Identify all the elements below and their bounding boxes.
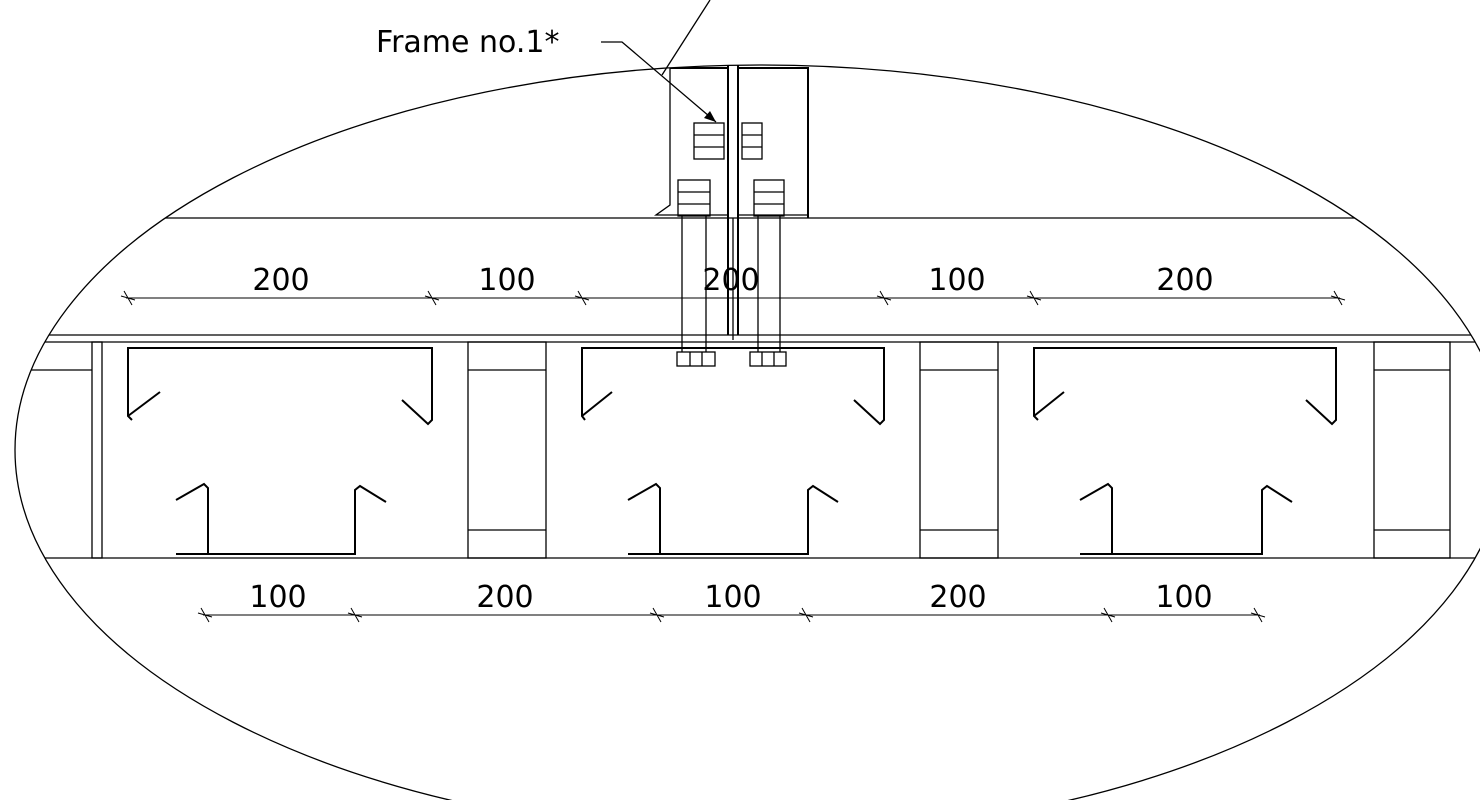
top-dimension-tick	[424, 295, 440, 301]
spacer-blocks	[91, 341, 1451, 559]
lower-c-channels	[175, 482, 1293, 555]
bolt-assemblies	[676, 122, 787, 367]
bottom-dimension-tick	[649, 612, 665, 618]
upper-callout-leader	[661, 0, 711, 76]
frame-callout-arrowhead	[704, 111, 716, 122]
bottom-dimension-tick	[1250, 612, 1266, 618]
section-contents	[15, 65, 1480, 559]
top-dimension-tick	[1330, 295, 1346, 301]
bottom-dimension-4: 200	[929, 580, 986, 615]
bottom-dimension-3: 100	[704, 580, 761, 615]
bottom-dimension-tick	[197, 612, 213, 618]
bottom-dimension-tick	[1100, 612, 1116, 618]
top-dimension-tick	[574, 295, 590, 301]
top-dimension-1: 200	[252, 263, 309, 298]
top-dimension-5: 200	[1156, 263, 1213, 298]
frame-callout-leader	[601, 41, 717, 123]
top-dimension-tick	[876, 295, 892, 301]
upper-c-channels	[127, 347, 1337, 426]
detail-ellipse	[14, 64, 1480, 800]
frame-callout-label: Frame no.1*	[376, 25, 559, 60]
top-dimension-3: 200	[702, 263, 759, 298]
top-dimension-2: 100	[478, 263, 535, 298]
top-dimension-tick	[1026, 295, 1042, 301]
bottom-dimension-tick	[347, 612, 363, 618]
top-dimension-tick	[120, 295, 136, 301]
bottom-dimension-1: 100	[249, 580, 306, 615]
top-dimension-chain: 200 100 200 100 200	[120, 263, 1346, 306]
central-frame	[653, 65, 809, 340]
bottom-dimension-tick	[798, 612, 814, 618]
top-dimension-4: 100	[928, 263, 985, 298]
bottom-dimension-5: 100	[1155, 580, 1212, 615]
bottom-dimension-2: 200	[476, 580, 533, 615]
bottom-dimension-chain: 100 200 100 200 100	[197, 580, 1266, 623]
